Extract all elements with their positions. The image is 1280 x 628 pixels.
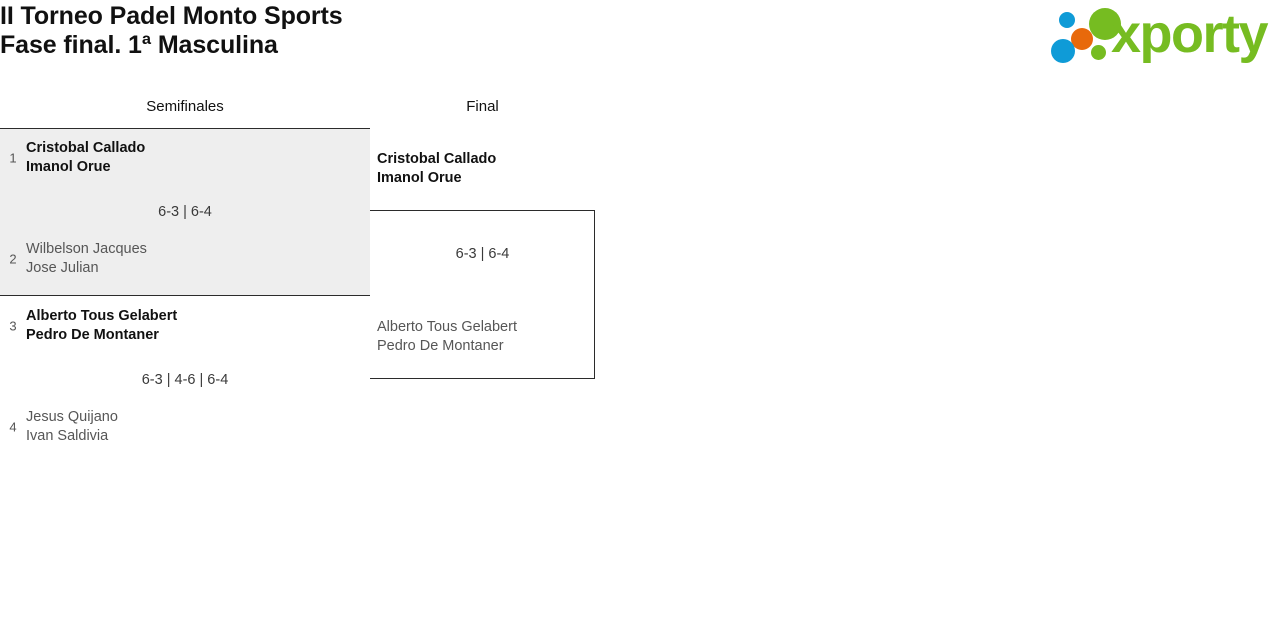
player-name: Jesus Quijano xyxy=(26,409,118,425)
player-name: Jose Julian xyxy=(26,260,99,276)
player-name: Imanol Orue xyxy=(26,159,111,175)
tournament-title-line-2: Fase final. 1ª Masculina xyxy=(0,31,278,59)
semifinal-1-team-bottom[interactable]: 2 Wilbelson Jacques Jose Julian xyxy=(0,240,360,278)
team-names: Alberto Tous Gelabert Pedro De Montaner xyxy=(26,307,360,345)
tournament-title: II Torneo Padel Monto Sports Fase final.… xyxy=(0,2,343,60)
logo-dots-icon xyxy=(1049,6,1121,68)
team-names: Wilbelson Jacques Jose Julian xyxy=(26,240,360,278)
seed-number: 4 xyxy=(9,419,17,435)
player-name: Ivan Saldivia xyxy=(26,428,109,444)
team-names: Alberto Tous Gelabert Pedro De Montaner xyxy=(377,318,597,356)
round-header-semifinales: Semifinales xyxy=(146,98,224,115)
logo-dot-orange-icon xyxy=(1071,28,1093,50)
player-name: Cristobal Callado xyxy=(377,151,497,167)
player-name: Alberto Tous Gelabert xyxy=(26,308,178,324)
player-name: Alberto Tous Gelabert xyxy=(377,319,517,335)
logo-dot-blue-large-icon xyxy=(1051,39,1075,63)
semifinal-2-team-top[interactable]: 3 Alberto Tous Gelabert Pedro De Montane… xyxy=(0,307,360,345)
logo-dot-blue-small-icon xyxy=(1059,12,1075,28)
player-name: Pedro De Montaner xyxy=(377,338,504,354)
semifinal-2-score: 6-3 | 4-6 | 6-4 xyxy=(141,372,229,388)
page-header: II Torneo Padel Monto Sports Fase final.… xyxy=(0,0,1280,85)
final-team-bottom[interactable]: Alberto Tous Gelabert Pedro De Montaner xyxy=(377,318,597,356)
player-name: Cristobal Callado xyxy=(26,140,146,156)
semifinal-match-2[interactable] xyxy=(0,296,370,463)
seed-number: 3 xyxy=(9,318,17,334)
seed-number: 2 xyxy=(9,251,17,267)
player-name: Pedro De Montaner xyxy=(26,327,159,343)
xporty-logo[interactable]: xporty xyxy=(1049,4,1273,68)
team-names: Cristobal Callado Imanol Orue xyxy=(26,139,360,177)
final-score: 6-3 | 6-4 xyxy=(455,246,510,262)
semifinals-column xyxy=(0,128,370,463)
semifinal-1-score: 6-3 | 6-4 xyxy=(158,204,212,220)
semifinal-match-1[interactable] xyxy=(0,129,370,296)
final-team-top[interactable]: Cristobal Callado Imanol Orue xyxy=(377,150,597,188)
logo-dot-green-small-icon xyxy=(1091,45,1106,60)
player-name: Imanol Orue xyxy=(377,170,462,186)
team-names: Jesus Quijano Ivan Saldivia xyxy=(26,408,360,446)
team-names: Cristobal Callado Imanol Orue xyxy=(377,150,597,188)
final-match[interactable] xyxy=(370,210,595,379)
tournament-title-line-1: II Torneo Padel Monto Sports xyxy=(0,2,343,30)
round-header-final: Final xyxy=(466,98,499,115)
logo-wordmark: xporty xyxy=(1111,4,1269,64)
seed-number: 1 xyxy=(9,150,17,166)
semifinal-1-team-top[interactable]: 1 Cristobal Callado Imanol Orue xyxy=(0,139,360,177)
logo-dot-green-large-icon xyxy=(1089,8,1121,40)
semifinal-2-team-bottom[interactable]: 4 Jesus Quijano Ivan Saldivia xyxy=(0,408,360,446)
player-name: Wilbelson Jacques xyxy=(26,241,147,257)
